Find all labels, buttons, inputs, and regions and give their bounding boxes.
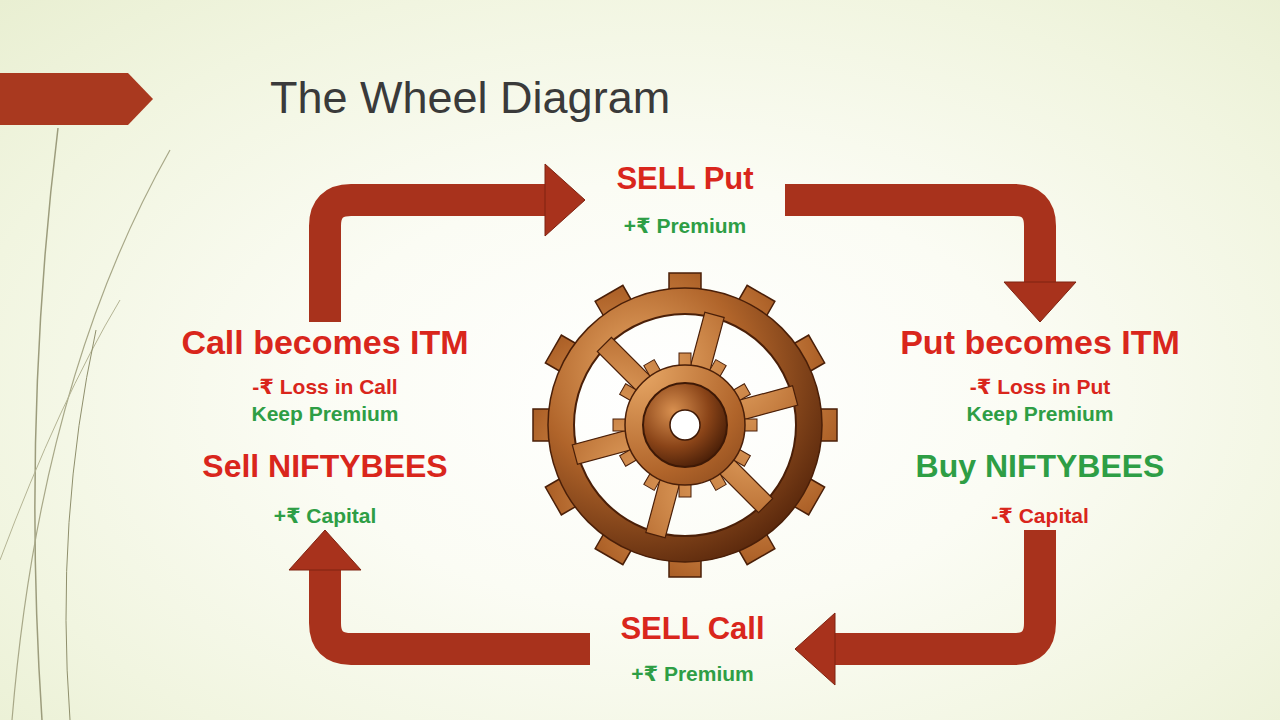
step-detail: -₹ Loss in Call	[155, 374, 495, 400]
small-gear	[625, 365, 745, 485]
arrow-head	[795, 613, 835, 685]
arrow-head	[545, 164, 585, 236]
arrow-shaft	[325, 200, 547, 322]
gear-hub	[643, 383, 727, 467]
arrow-head	[1004, 282, 1076, 322]
slide-title: The Wheel Diagram	[270, 70, 670, 126]
step-detail: +₹ Capital	[155, 502, 495, 530]
step-detail: +₹ Premium	[590, 660, 795, 688]
gear-rim-edge	[548, 288, 822, 562]
step-heading: Put becomes ITM	[870, 322, 1210, 362]
swoosh-line	[35, 128, 58, 720]
step-label: SELL Put +₹ Premium	[585, 160, 785, 240]
step-detail: -₹ Loss in Put	[870, 374, 1210, 400]
swoosh-line	[66, 330, 96, 720]
arrow-shaft	[785, 200, 1040, 284]
step-heading: SELL Call	[590, 610, 795, 648]
cycle-arrow	[785, 200, 1076, 322]
gear-rim-edge	[574, 314, 796, 536]
gear-illustration	[533, 273, 837, 577]
title-arrow-tab	[0, 73, 153, 125]
swoosh-line	[0, 300, 120, 560]
swoosh-line	[12, 150, 170, 720]
step-detail: +₹ Premium	[585, 212, 785, 240]
cycle-arrow	[325, 164, 585, 322]
cycle-arrow	[289, 530, 590, 649]
step-heading: Call becomes ITM	[155, 322, 495, 362]
step-detail: Buy NIFTYBEES	[870, 446, 1210, 486]
step-detail: -₹ Capital	[870, 502, 1210, 530]
step-detail: Keep Premium	[155, 400, 495, 428]
step-detail: Keep Premium	[870, 400, 1210, 428]
step-label: SELL Call +₹ Premium	[590, 610, 795, 688]
arrow-shaft	[833, 530, 1040, 649]
cycle-arrow	[795, 530, 1040, 685]
gear-hole	[670, 410, 700, 440]
step-label: Put becomes ITM -₹ Loss in PutKeep Premiu…	[870, 322, 1210, 530]
arrow-head	[289, 530, 361, 570]
step-label: Call becomes ITM -₹ Loss in CallKeep Prem…	[155, 322, 495, 530]
arrow-shaft	[325, 568, 590, 649]
step-heading: SELL Put	[585, 160, 785, 198]
gear-rim	[561, 301, 809, 549]
step-detail: Sell NIFTYBEES	[155, 446, 495, 486]
